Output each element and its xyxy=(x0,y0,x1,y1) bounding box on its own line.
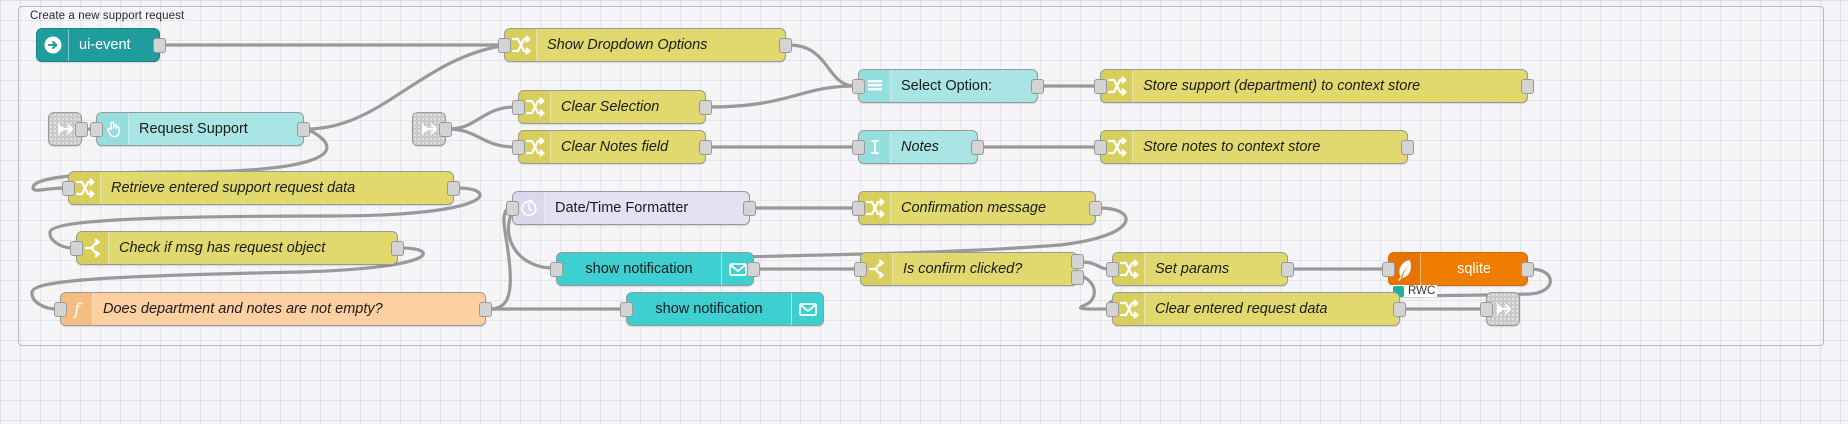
port-output[interactable] xyxy=(699,100,712,115)
port-input[interactable] xyxy=(1106,302,1119,317)
port-output[interactable] xyxy=(1089,201,1102,216)
node-datetime-formatter[interactable]: Date/Time Formatter xyxy=(506,191,756,225)
node-label: Clear entered request data xyxy=(1155,301,1328,317)
port-output[interactable] xyxy=(779,38,792,53)
port-input[interactable] xyxy=(1382,262,1395,277)
node-check-msg-has-request-object[interactable]: Check if msg has request object xyxy=(70,231,404,265)
port-input[interactable] xyxy=(1094,140,1107,155)
port-input[interactable] xyxy=(620,302,633,317)
port-input[interactable] xyxy=(506,201,519,216)
port-output[interactable] xyxy=(479,302,492,317)
node-label: Is confirm clicked? xyxy=(903,261,1023,277)
node-sqlite[interactable]: sqlite xyxy=(1382,252,1534,286)
port-output[interactable] xyxy=(1521,79,1534,94)
node-set-params[interactable]: Set params xyxy=(1106,252,1294,286)
node-clear-notes-field[interactable]: Clear Notes field xyxy=(512,130,712,164)
port-input[interactable] xyxy=(1480,302,1493,317)
node-label: Clear Notes field xyxy=(561,139,669,155)
node-show-dropdown-options[interactable]: Show Dropdown Options xyxy=(498,28,792,62)
node-show-notification-1[interactable]: show notification xyxy=(550,252,760,286)
port-output[interactable] xyxy=(743,201,756,216)
port-output[interactable] xyxy=(699,140,712,155)
flow-group-label: Create a new support request xyxy=(30,10,185,22)
node-label: Retrieve entered support request data xyxy=(111,180,356,196)
node-label: Select Option: xyxy=(901,78,993,94)
link-out-node-end[interactable] xyxy=(1480,292,1520,326)
node-label: Check if msg has request object xyxy=(119,240,326,256)
port-output[interactable] xyxy=(1521,262,1534,277)
node-confirmation-message[interactable]: Confirmation message xyxy=(852,191,1102,225)
port-output[interactable] xyxy=(1393,302,1406,317)
node-label: Show Dropdown Options xyxy=(547,37,708,53)
node-clear-entered-request-data[interactable]: Clear entered request data xyxy=(1106,292,1406,326)
port-input[interactable] xyxy=(852,140,865,155)
link-arrow-icon xyxy=(58,123,73,135)
link-arrow-icon xyxy=(1497,303,1511,315)
node-label: Request Support xyxy=(139,121,248,137)
node-select-option[interactable]: Select Option: xyxy=(852,69,1044,103)
status-text: RWC xyxy=(1408,285,1436,297)
node-request-support[interactable]: Request Support xyxy=(90,112,310,146)
port-input[interactable] xyxy=(498,38,511,53)
port-output[interactable] xyxy=(971,140,984,155)
node-store-notes-to-context[interactable]: Store notes to context store xyxy=(1094,130,1414,164)
port-input[interactable] xyxy=(54,302,67,317)
node-label: Notes xyxy=(901,139,939,155)
node-label: Clear Selection xyxy=(561,99,660,115)
node-show-notification-2[interactable]: show notification xyxy=(620,292,824,326)
port-input[interactable] xyxy=(1094,79,1107,94)
node-label: Set params xyxy=(1155,261,1230,277)
port-output[interactable] xyxy=(1281,262,1294,277)
port-input[interactable] xyxy=(90,122,103,137)
port-input[interactable] xyxy=(550,262,563,277)
node-label: ui-event xyxy=(79,37,131,53)
port-output[interactable] xyxy=(1031,79,1044,94)
node-label: show notification xyxy=(655,301,763,317)
port-output-2[interactable] xyxy=(1071,270,1084,285)
node-clear-selection[interactable]: Clear Selection xyxy=(512,90,712,124)
svg-text:f: f xyxy=(71,300,82,320)
node-retrieve-request-data[interactable]: Retrieve entered support request data xyxy=(62,171,460,205)
port-input[interactable] xyxy=(1106,262,1119,277)
port-output[interactable] xyxy=(439,122,452,137)
port-output[interactable] xyxy=(447,181,460,196)
node-label: Confirmation message xyxy=(901,200,1047,216)
link-in-node-clear-fields[interactable] xyxy=(412,112,452,146)
port-output[interactable] xyxy=(1401,140,1414,155)
node-label: sqlite xyxy=(1457,261,1491,277)
status-dot-icon xyxy=(1393,285,1404,297)
port-input[interactable] xyxy=(854,262,867,277)
port-output[interactable] xyxy=(75,122,88,137)
node-is-confirm-clicked[interactable]: Is confirm clicked? xyxy=(854,252,1084,286)
port-output[interactable] xyxy=(153,38,166,53)
node-store-support-to-context[interactable]: Store support (department) to context st… xyxy=(1094,69,1534,103)
port-input[interactable] xyxy=(70,241,83,256)
node-label: show notification xyxy=(585,261,693,277)
node-notes[interactable]: Notes xyxy=(852,130,984,164)
clock-icon xyxy=(513,192,545,224)
port-input[interactable] xyxy=(62,181,75,196)
link-arrow-icon xyxy=(422,123,437,135)
port-output-1[interactable] xyxy=(1071,254,1084,269)
port-input[interactable] xyxy=(852,201,865,216)
node-label: Date/Time Formatter xyxy=(555,200,689,216)
node-label: Store support (department) to context st… xyxy=(1143,78,1421,94)
port-input[interactable] xyxy=(512,100,525,115)
port-output[interactable] xyxy=(297,122,310,137)
port-output[interactable] xyxy=(391,241,404,256)
node-label: Store notes to context store xyxy=(1143,139,1321,155)
status-badge-sqlite: RWC xyxy=(1391,285,1438,297)
node-label: Does department and notes are not empty? xyxy=(103,301,383,317)
link-in-node-request-support[interactable] xyxy=(48,112,88,146)
port-input[interactable] xyxy=(512,140,525,155)
port-output[interactable] xyxy=(747,262,760,277)
port-input[interactable] xyxy=(852,79,865,94)
arrow-right-circle-icon xyxy=(37,29,69,61)
node-does-department-and-notes-not-empty[interactable]: f Does department and notes are not empt… xyxy=(54,292,492,326)
envelope-icon xyxy=(791,293,823,325)
node-ui-event[interactable]: ui-event xyxy=(36,28,166,62)
